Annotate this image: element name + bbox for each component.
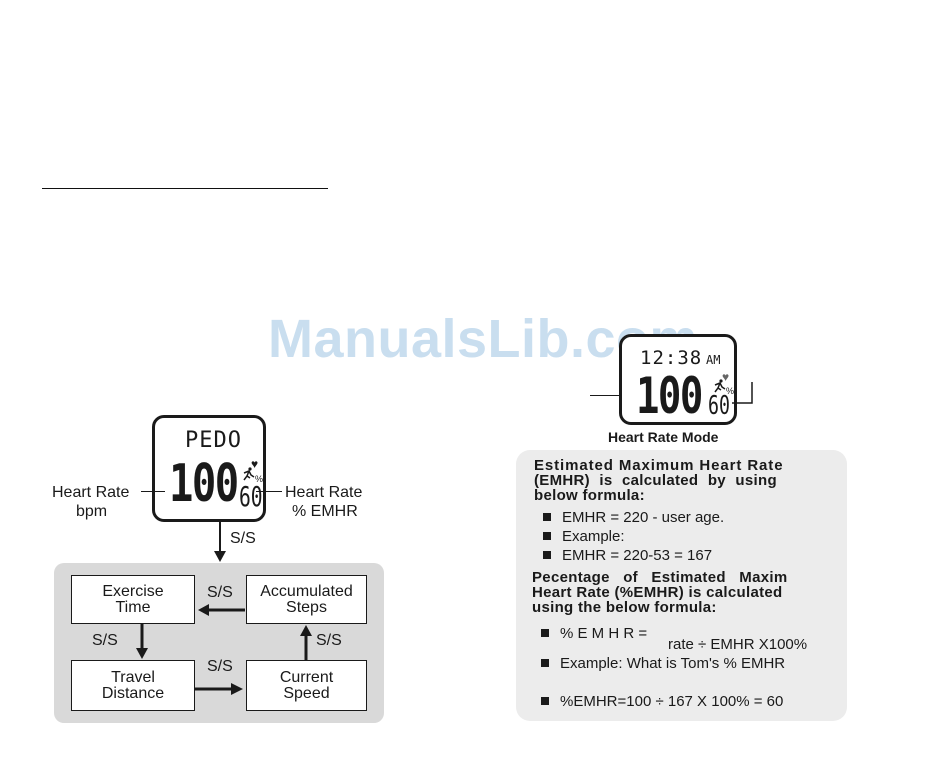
bullet-emhr-example: EMHR = 220-53 = 167 bbox=[542, 547, 713, 564]
watch-display-pedo: PEDO 100 ♥ % 60 bbox=[152, 415, 266, 522]
heading2-line2: Heart Rate (%EMHR) is calculated bbox=[532, 584, 783, 601]
runner-icon-right bbox=[712, 379, 726, 395]
heart-rate-mode-caption: Heart Rate Mode bbox=[608, 429, 719, 445]
box-current-speed-label: Current Speed bbox=[279, 668, 334, 702]
bullet-percent-emhr-formula: rate ÷ EMHR X100% bbox=[668, 636, 808, 653]
arrow-down-icon bbox=[214, 522, 226, 562]
percent-symbol: % bbox=[255, 474, 264, 484]
heading2-line3: using the below formula: bbox=[532, 599, 717, 616]
label-heart-rate-emhr-line2: % EMHR bbox=[292, 503, 358, 520]
heading2-line1: Pecentage of Estimated Maxim bbox=[532, 569, 788, 586]
box-exercise-time-label: Exercise Time bbox=[102, 582, 164, 616]
heading1-line1: Estimated Maximum Heart Rate bbox=[534, 457, 784, 474]
label-heart-rate-bpm-line1: Heart Rate bbox=[52, 484, 130, 501]
heart-rate-value: 100 bbox=[169, 454, 239, 514]
watch-display-heart-rate: 12:38 AM 100 ♥ % 60 bbox=[619, 334, 737, 425]
heart-icon-right: ♥ bbox=[722, 370, 730, 384]
heart-rate-value-right: 100 bbox=[636, 367, 703, 425]
box-travel-distance-label: Travel Distance bbox=[101, 668, 165, 702]
ss-label-right: S/S bbox=[316, 632, 342, 649]
bullet-emhr-result: %EMHR=100 ÷ 167 X 100% = 60 bbox=[540, 693, 784, 710]
label-heart-rate-emhr-line1: Heart Rate bbox=[285, 484, 363, 501]
arrow-down-icon-flow bbox=[136, 624, 148, 659]
ss-label-left: S/S bbox=[92, 632, 118, 649]
runner-icon bbox=[241, 467, 255, 483]
box-exercise-time: Exercise Time bbox=[71, 575, 195, 624]
arrow-right-icon bbox=[195, 683, 243, 695]
connector-line-left bbox=[590, 395, 622, 396]
box-accumulated-steps-label: Accumulated Steps bbox=[260, 582, 353, 616]
bullet-example: Example: bbox=[543, 528, 625, 545]
percent-symbol-right: % bbox=[726, 386, 735, 396]
box-current-speed: Current Speed bbox=[246, 660, 367, 711]
bullet-percent-emhr: % E M H R = bbox=[540, 625, 648, 642]
emhr-info-panel: Estimated Maximum Heart Rate (EMHR) is c… bbox=[516, 450, 847, 721]
connector-line-emhr bbox=[256, 491, 282, 492]
arrow-up-icon bbox=[300, 625, 312, 660]
mode-text: PEDO bbox=[185, 428, 242, 453]
box-travel-distance: Travel Distance bbox=[71, 660, 195, 711]
heading1-line3: below formula: bbox=[534, 487, 645, 504]
connector-line-right bbox=[732, 382, 753, 404]
label-heart-rate-bpm-line2: bpm bbox=[76, 503, 108, 520]
emhr-percent-value-right: 60 bbox=[708, 391, 730, 421]
bullet-emhr-formula: EMHR = 220 - user age. bbox=[542, 509, 725, 526]
ampm-text: AM bbox=[706, 353, 721, 367]
ss-label-top-middle: S/S bbox=[207, 584, 233, 601]
bullet-example-tom: Example: What is Tom's % EMHR bbox=[540, 655, 786, 672]
ss-label-bottom-middle: S/S bbox=[207, 658, 233, 675]
heading1-line2: (EMHR) is calculated by using bbox=[534, 472, 777, 489]
connector-line-bpm bbox=[141, 491, 165, 492]
arrow-left-icon bbox=[198, 604, 245, 616]
section-rule bbox=[42, 188, 328, 189]
emhr-percent-value: 60 bbox=[239, 480, 263, 513]
time-text: 12:38 bbox=[640, 347, 703, 369]
heart-icon: ♥ bbox=[251, 457, 259, 471]
box-accumulated-steps: Accumulated Steps bbox=[246, 575, 367, 624]
ss-label-top: S/S bbox=[230, 530, 256, 547]
